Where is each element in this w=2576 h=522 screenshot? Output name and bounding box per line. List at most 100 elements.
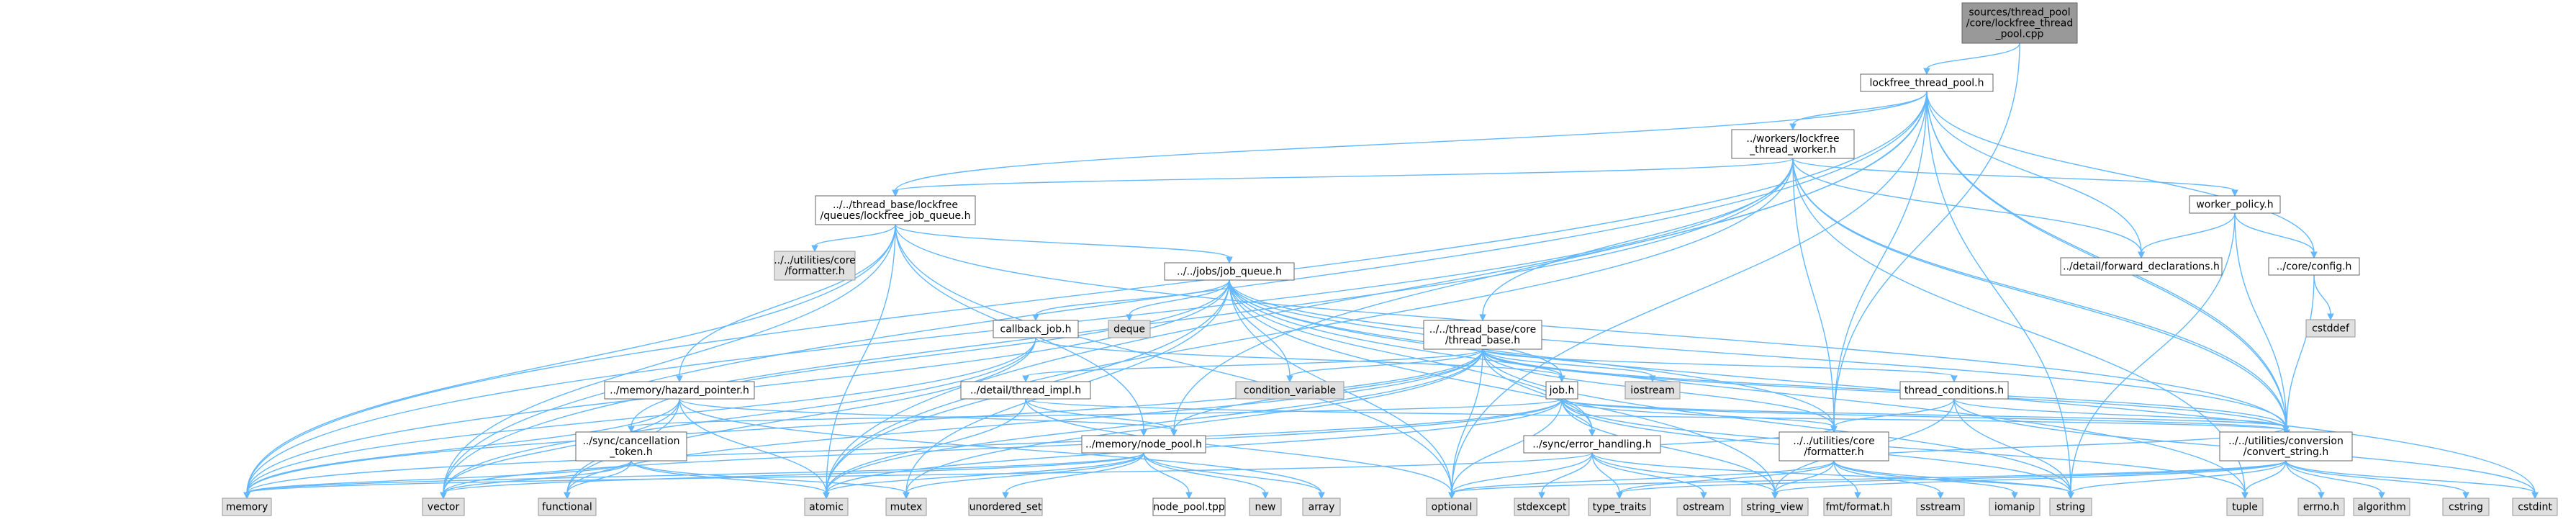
edge-threadbase-to-job	[1482, 348, 1563, 377]
node-threadbase[interactable]: ../../thread_base/core/thread_base.h	[1423, 320, 1542, 350]
edge-convert-to-string_view	[1774, 460, 2287, 494]
node-vector: vector	[422, 498, 465, 516]
arrowhead-lfjobq-to-fmtgrey	[811, 245, 818, 253]
node-box-unordered_set	[968, 498, 1043, 516]
node-box-cstdint	[2512, 498, 2558, 516]
edge-errhand-to-optional	[1451, 452, 1593, 494]
node-fwddecl[interactable]: ../detail/forward_declarations.h	[2060, 257, 2223, 276]
arrowhead-convert-to-cstdint	[2531, 492, 2539, 500]
node-errhand[interactable]: ../sync/error_handling.h	[1523, 435, 1661, 454]
node-box-root	[1961, 2, 2078, 44]
node-box-lfjobq	[815, 195, 976, 225]
node-label-cstring-line0: cstring	[2449, 502, 2483, 513]
node-iomanip: iomanip	[1989, 498, 2041, 516]
edge-convert-to-string	[2070, 460, 2287, 494]
node-job[interactable]: job.h	[1545, 381, 1578, 400]
node-config[interactable]: ../core/config.h	[2268, 257, 2360, 276]
node-condvar: condition_variable	[1235, 381, 1345, 400]
node-lfworker[interactable]: ../workers/lockfree_thread_worker.h	[1731, 129, 1855, 159]
node-hazard[interactable]: ../memory/hazard_pointer.h	[604, 381, 755, 400]
node-nodepool[interactable]: ../memory/node_pool.h	[1081, 435, 1206, 454]
node-box-job	[1545, 381, 1578, 400]
edge-nodepool-to-nodepooltpp	[1143, 452, 1190, 494]
node-atomic: atomic	[804, 498, 849, 516]
edge-formatter-to-iomanip	[1833, 460, 2015, 494]
node-box-functional	[538, 498, 597, 516]
node-label-mutex-line0: mutex	[890, 502, 923, 513]
edge-hazard-to-atomic	[679, 398, 827, 494]
arrowhead-errhand-to-memory	[243, 492, 250, 500]
edge-lfpool-to-fwddecl	[1926, 91, 2142, 253]
node-cstdint: cstdint	[2512, 498, 2558, 516]
edge-threadbase-to-threadimpl	[1025, 348, 1483, 377]
arrowhead-convert-to-algorithm	[2378, 492, 2385, 500]
edge-lfjobq-to-hazard	[679, 224, 896, 377]
edge-threadbase-to-errhand	[1482, 348, 1593, 431]
node-callbackjob[interactable]: callback_job.h	[993, 320, 1079, 338]
arrowhead-nodepool-to-mutex	[903, 492, 910, 500]
node-lfjobq[interactable]: ../../thread_base/lockfree/queues/lockfr…	[815, 195, 976, 225]
arrowhead-formatter-to-fmtformat	[1854, 492, 1861, 500]
arrowhead-errhand-to-stdexcept	[1538, 492, 1545, 500]
node-formatter[interactable]: ../../utilities/core/formatter.h	[1779, 431, 1889, 462]
arrowhead-lfjobq-to-nodepool	[1140, 429, 1147, 437]
arrowhead-formatter-to-sstream	[1937, 492, 1944, 500]
edge-threadbase-to-mutex	[905, 348, 1483, 494]
node-label-memory-line0: memory	[226, 502, 268, 513]
arrowhead-formatter-to-convert	[2282, 426, 2290, 433]
node-box-jobqueue	[1164, 262, 1295, 281]
arrowhead-convert-to-string_view	[1771, 492, 1779, 500]
node-lfpool[interactable]: lockfree_thread_pool.h	[1860, 73, 1994, 92]
edge-threadcond-to-formatter	[1833, 398, 1955, 428]
node-box-lfworker	[1731, 129, 1855, 159]
node-cancel[interactable]: ../sync/cancellation_token.h	[575, 431, 687, 462]
node-label-threadbase-line1: /thread_base.h	[1445, 335, 1520, 346]
node-label-ostream-line0: ostream	[1683, 502, 1725, 513]
edge-job-to-memory	[246, 398, 1563, 494]
node-label-formatter-line1: /formatter.h	[1804, 446, 1863, 458]
node-root[interactable]: sources/thread_pool/core/lockfree_thread…	[1961, 2, 2078, 44]
arrowhead-lfjobq-to-jobqueue	[1226, 256, 1233, 264]
edge-lfworker-to-chrono	[1792, 158, 2287, 431]
edge-hazard-to-thread	[679, 398, 1175, 431]
node-box-ostream	[1676, 498, 1731, 516]
arrowhead-nodepool-to-atomic	[823, 492, 830, 500]
node-convert[interactable]: ../../utilities/conversion/convert_strin…	[2219, 431, 2353, 462]
node-nodepooltpp[interactable]: node_pool.tpp	[1152, 498, 1226, 516]
edge-cancel-to-mutex	[631, 460, 907, 494]
edges-layer	[243, 42, 2539, 500]
edge-lfworker-to-threadbase	[1482, 158, 1794, 316]
node-label-convert-line1: /convert_string.h	[2243, 446, 2329, 458]
node-box-fmtgrey	[774, 251, 856, 281]
arrowhead-convert-to-tuple	[2241, 492, 2249, 500]
node-label-root-line0: sources/thread_pool	[1969, 7, 2070, 19]
edge-workerpolicy-to-config	[2234, 212, 2315, 253]
node-mutex: mutex	[885, 498, 927, 516]
edge-lfpool-to-formatter	[1833, 91, 1928, 428]
edge-convert-to-algorithm	[2285, 460, 2382, 494]
node-jobqueue[interactable]: ../../jobs/job_queue.h	[1164, 262, 1295, 281]
node-label-deque-line0: deque	[1113, 324, 1145, 336]
node-threadimpl[interactable]: ../detail/thread_impl.h	[960, 381, 1091, 400]
edge-lfjobq-to-optional	[895, 224, 1452, 494]
node-box-nodepooltpp	[1152, 498, 1226, 516]
edge-lfworker-to-lfjobq	[895, 158, 1794, 192]
edge-errhand-to-memory	[246, 452, 1593, 494]
node-array: array	[1302, 498, 1341, 516]
edge-workerpolicy-to-fwddecl	[2141, 212, 2236, 253]
node-tuple: tuple	[2226, 498, 2264, 516]
edge-lfpool-to-lfworker	[1792, 91, 1928, 125]
arrowhead-lfpool-to-lfworker	[1789, 123, 1797, 131]
node-workerpolicy[interactable]: worker_policy.h	[2189, 195, 2281, 214]
node-box-fmtformat	[1823, 498, 1892, 516]
edge-jobqueue-to-cancel	[631, 279, 1230, 428]
node-cstddef: cstddef	[2305, 319, 2356, 338]
node-type_traits: type_traits	[1588, 498, 1651, 516]
edge-jobqueue-to-convert	[1229, 279, 2287, 428]
edge-formatter-to-type_traits	[1619, 460, 1835, 494]
edge-threadimpl-to-thread	[1025, 398, 1175, 431]
edge-lfjobq-to-jobqueue	[895, 224, 1230, 258]
arrowhead-nodepool-to-array	[1318, 492, 1325, 500]
node-threadcond[interactable]: thread_conditions.h	[1899, 381, 2009, 400]
